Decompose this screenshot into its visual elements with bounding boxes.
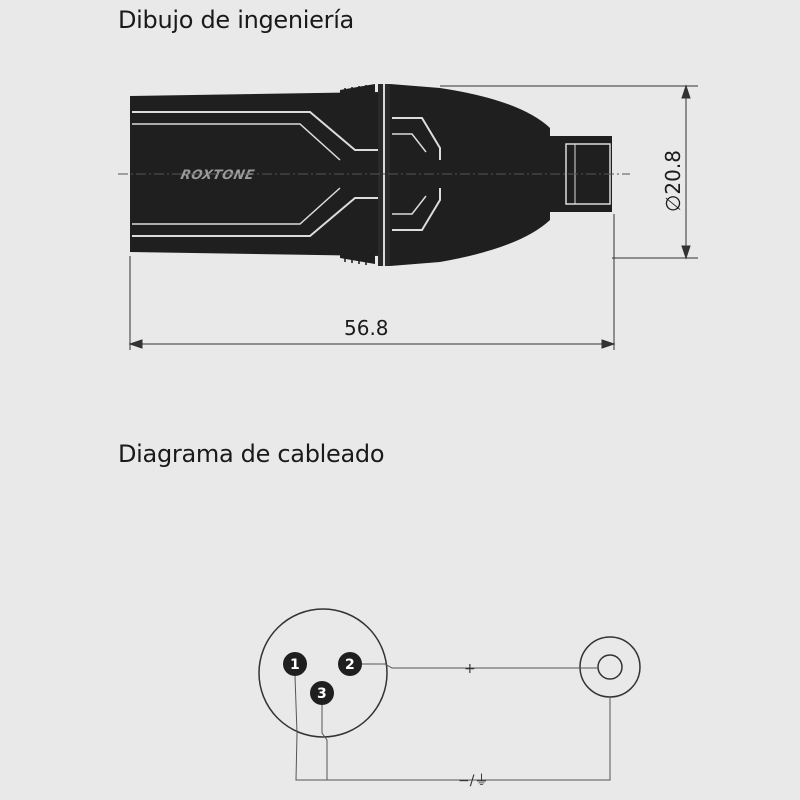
pin-1 [283,652,307,676]
rca-jack-outer [579,636,641,698]
connector-drawing: ROXTONE [118,84,630,266]
connector-body [130,92,380,256]
signal-wire [362,663,598,669]
wiring-diagram: 1 2 3 + −/⏚ [258,608,641,789]
body-contour-lines [132,111,378,237]
pin-1-label: 1 [290,657,300,673]
wiring-diagram-title: Diagrama de cableado [118,440,385,468]
pin-2 [338,652,362,676]
rca-jack-inner [597,654,623,680]
signal-label: + [464,661,476,677]
length-dimension [128,214,616,350]
pin-3 [310,681,334,705]
pin-2-label: 2 [345,657,355,673]
brand-logo: ROXTONE [179,168,256,183]
diameter-dimension [440,84,698,260]
length-label: 56.8 [344,316,389,340]
pin-3-label: 3 [317,686,327,702]
diameter-label: ∅20.8 [661,150,685,212]
xlr-face [258,608,388,738]
engineering-drawing-title: Dibujo de ingeniería [118,6,354,34]
ground-label: −/⏚ [458,773,488,789]
ground-wire [294,675,611,781]
connector-nose [390,84,550,266]
